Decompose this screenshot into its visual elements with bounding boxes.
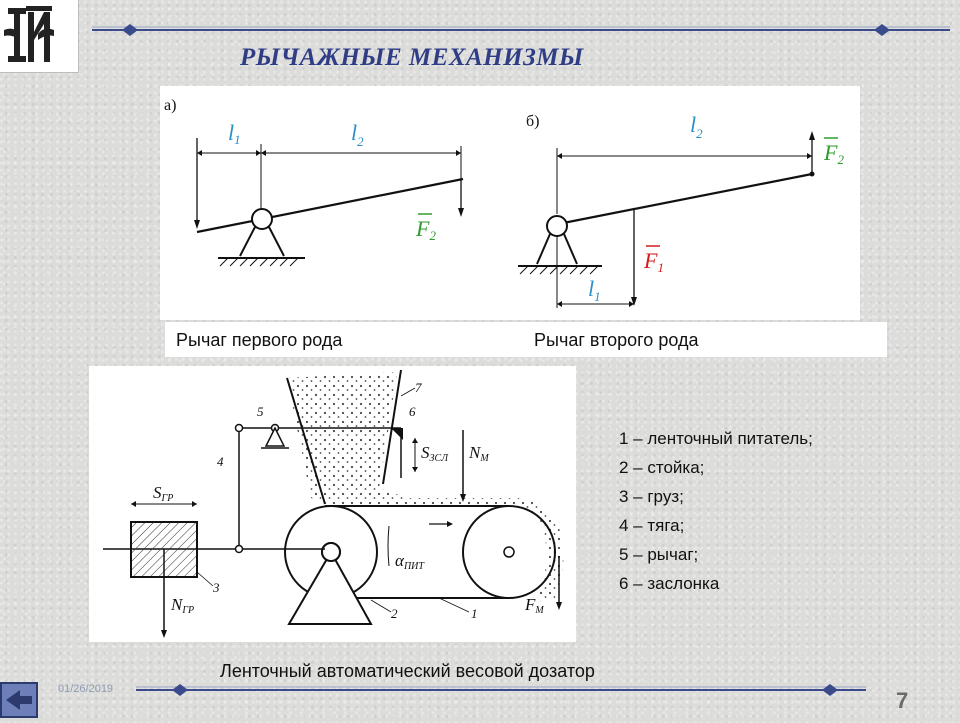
n-m-sub: М	[479, 453, 489, 464]
a-l1-label: l	[228, 120, 234, 145]
b-l1-sub: 1	[594, 289, 601, 304]
svg-text:NГР: NГР	[170, 595, 194, 616]
svg-text:F2: F2	[415, 216, 436, 243]
page-number: 7	[896, 688, 909, 713]
s-zsl-label: S	[421, 443, 430, 462]
n-m-label: N	[468, 443, 482, 462]
weight-dosing-diagram: 4 5 6 7 3 2 1 SГР NГР SЗСЛ NМ αПИТ FМ	[103, 369, 564, 638]
b-l2-label: l	[690, 112, 696, 137]
legend-item: 5 – рычаг;	[619, 545, 699, 564]
svg-text:l2: l2	[690, 112, 703, 141]
second-class-lever-diagram: б) l2 l1 F2 F1	[518, 112, 844, 308]
b-f2-label: F	[823, 140, 838, 165]
slide-title: РЫЧАЖНЫЕ МЕХАНИЗМЫ	[240, 44, 584, 71]
a-l2-label: l	[351, 120, 357, 145]
legend-item: 2 – стойка;	[619, 458, 705, 477]
slide-date: 01/26/2019	[58, 683, 114, 695]
legend-item: 3 – груз;	[619, 487, 684, 506]
svg-text:F2: F2	[823, 140, 844, 167]
svg-text:l2: l2	[351, 120, 364, 149]
bottom-caption: Ленточный автоматический весовой дозатор	[220, 661, 595, 681]
diagram-b-tag: б)	[526, 113, 539, 130]
a-f2-label: F	[415, 216, 430, 241]
top-decorative-rail	[92, 24, 950, 36]
alpha-label: α	[395, 551, 405, 570]
a-l1-sub: 1	[234, 132, 241, 147]
caption-first-class: Рычаг первого рода	[176, 330, 343, 350]
label-5: 5	[257, 404, 264, 419]
back-navigation-button[interactable]	[0, 682, 38, 718]
back-arrow-icon	[0, 682, 38, 718]
svg-text:F1: F1	[643, 248, 664, 275]
alpha-sub: ПИТ	[403, 561, 425, 572]
label-6: 6	[409, 404, 416, 419]
lever-diagrams-panel	[160, 86, 860, 320]
label-4: 4	[217, 454, 224, 469]
b-f1-sub: 1	[657, 260, 664, 275]
svg-text:αПИТ: αПИТ	[395, 551, 425, 572]
f-m-label: F	[524, 595, 536, 614]
caption-band	[165, 322, 887, 357]
n-gr-label: N	[170, 595, 184, 614]
diagram-a-tag: а)	[164, 97, 176, 114]
label-7: 7	[415, 380, 422, 395]
legend-item: 6 – заслонка	[619, 574, 720, 593]
svg-text:l1: l1	[228, 120, 241, 147]
svg-text:SГР: SГР	[153, 483, 173, 504]
s-gr-sub: ГР	[161, 493, 174, 504]
a-f2-sub: 2	[429, 228, 436, 243]
label-1: 1	[471, 606, 478, 621]
f-m-sub: М	[534, 605, 544, 616]
label-3: 3	[212, 580, 220, 595]
legend-item: 4 – тяга;	[619, 516, 685, 535]
b-l2-sub: 2	[696, 126, 703, 141]
component-legend: 1 – ленточный питатель; 2 – стойка; 3 – …	[619, 424, 919, 598]
s-gr-label: S	[153, 483, 162, 502]
university-logo-icon	[4, 6, 54, 62]
svg-text:NМ: NМ	[468, 443, 489, 464]
legend-item: 1 – ленточный питатель;	[619, 429, 813, 448]
a-l2-sub: 2	[357, 134, 364, 149]
bottom-decorative-rail	[136, 684, 866, 696]
first-class-lever-diagram: а) l1 l2 F2	[164, 97, 464, 267]
svg-text:SЗСЛ: SЗСЛ	[421, 443, 449, 464]
caption-second-class: Рычаг второго рода	[534, 330, 699, 350]
svg-text:FМ: FМ	[524, 595, 544, 616]
b-l1-label: l	[588, 276, 594, 301]
logo	[0, 0, 79, 73]
svg-text:l1: l1	[588, 276, 601, 304]
s-zsl-sub: ЗСЛ	[430, 453, 450, 464]
b-f1-label: F	[643, 248, 658, 273]
b-f2-sub: 2	[837, 152, 844, 167]
label-2: 2	[391, 606, 398, 621]
n-gr-sub: ГР	[181, 605, 194, 616]
